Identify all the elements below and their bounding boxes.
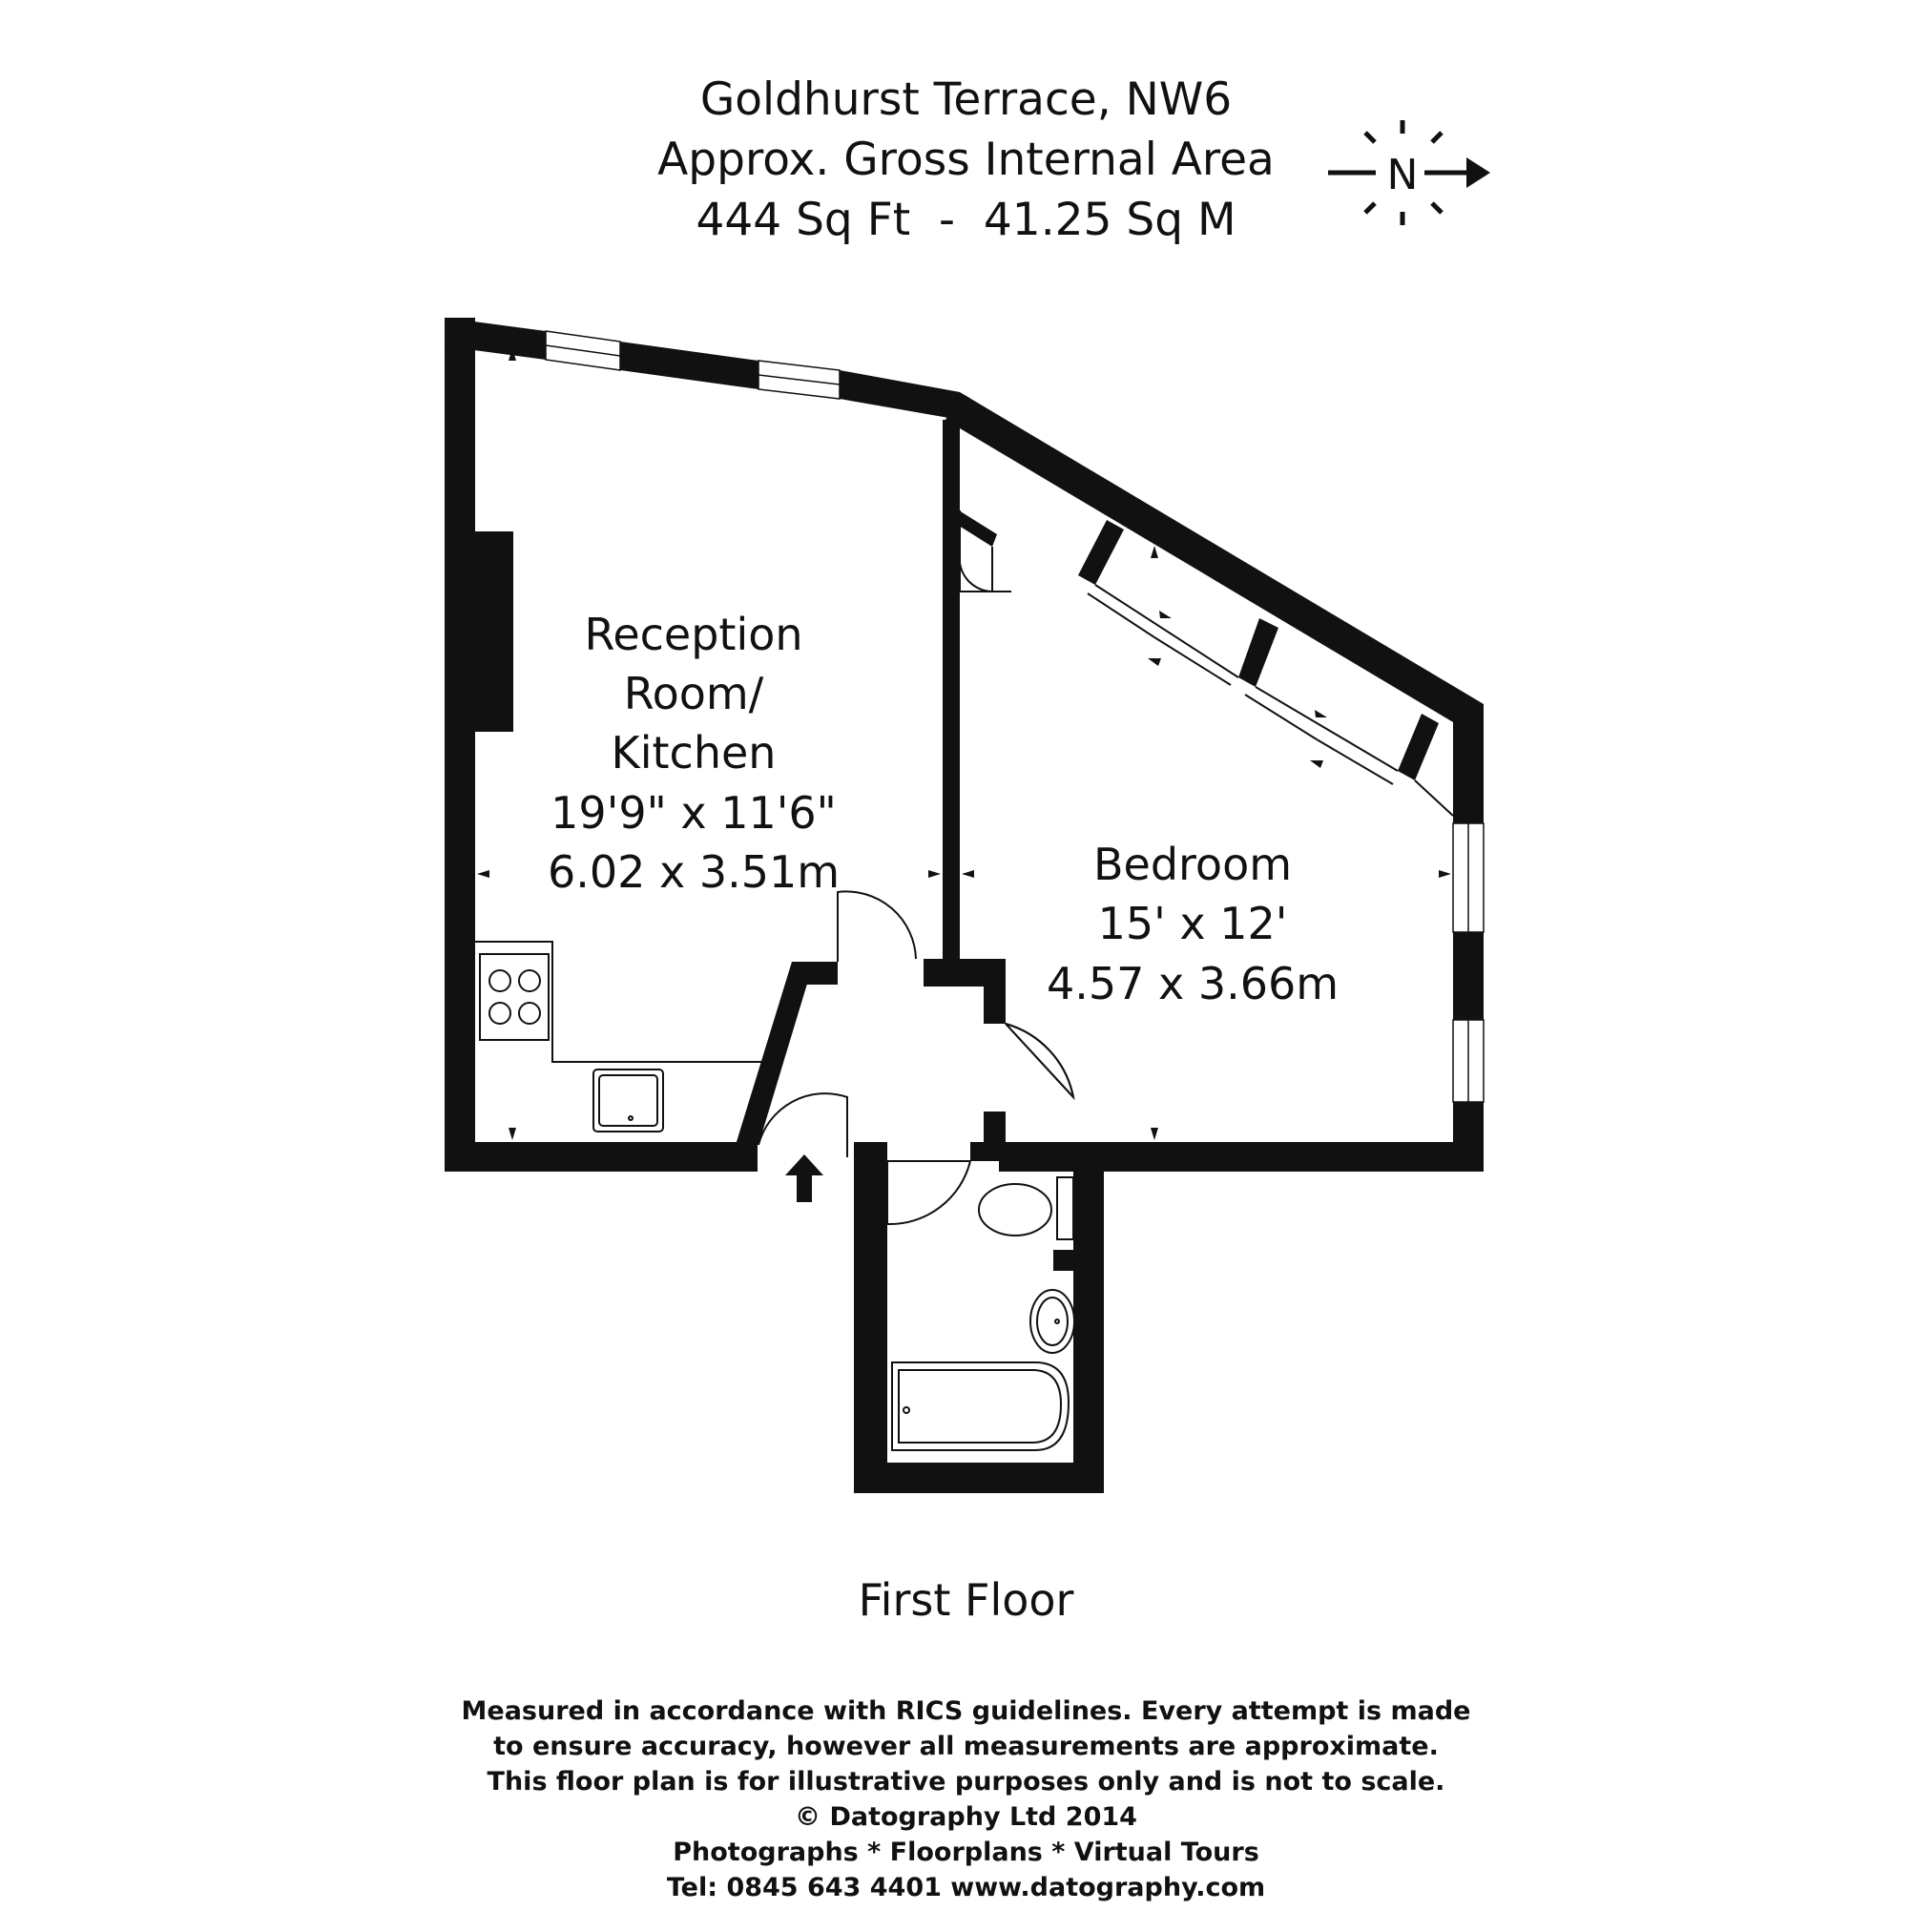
basin-icon <box>1029 1289 1075 1354</box>
bedroom-metric: 4.57 x 3.66m <box>1047 958 1339 1009</box>
reception-label: Reception Room/ Kitchen 19'9" x 11'6" 6.… <box>548 609 840 898</box>
toilet-icon <box>978 1176 1074 1240</box>
reception-metric: 6.02 x 3.51m <box>548 846 840 898</box>
floor-label: First Floor <box>858 1574 1074 1626</box>
copyright: © Datography Ltd 2014 <box>795 1802 1137 1832</box>
reception-name-line1: Reception <box>584 609 802 660</box>
svg-text:N: N <box>1387 151 1419 199</box>
disclaimer-line: Measured in accordance with RICS guideli… <box>461 1696 1471 1726</box>
doors <box>758 547 1075 1226</box>
disclaimer-line: This floor plan is for illustrative purp… <box>487 1767 1445 1797</box>
contact-line: Tel: 0845 643 4401 www.datography.com <box>666 1873 1266 1902</box>
walls <box>445 318 1484 1493</box>
north-arrow-icon: N <box>1328 120 1490 225</box>
reception-imperial: 19'9" x 11'6" <box>551 787 837 839</box>
entrance-arrow-icon <box>785 1154 823 1202</box>
plan-title: Goldhurst Terrace, NW6 <box>699 73 1233 126</box>
bedroom-label: Bedroom 15' x 12' 4.57 x 3.66m <box>1047 839 1339 1009</box>
disclaimer-line: to ensure accuracy, however all measurem… <box>493 1732 1439 1761</box>
bedroom-name: Bedroom <box>1093 839 1292 890</box>
plan-area: 444 Sq Ft - 41.25 Sq M <box>696 194 1236 246</box>
plan-subtitle: Approx. Gross Internal Area <box>657 134 1275 186</box>
hob-icon <box>479 953 550 1041</box>
fixtures-lines <box>475 510 1454 1063</box>
windows <box>545 330 1485 1103</box>
reception-name-line3: Kitchen <box>612 727 777 779</box>
dimension-arrows <box>477 348 1451 1140</box>
bedroom-imperial: 15' x 12' <box>1098 898 1288 949</box>
bath-icon <box>891 1361 1070 1451</box>
sink-icon <box>592 1069 664 1132</box>
services-line: Photographs * Floorplans * Virtual Tours <box>673 1838 1259 1867</box>
reception-name-line2: Room/ <box>624 668 764 719</box>
disclaimer: Measured in accordance with RICS guideli… <box>0 1693 1932 1905</box>
